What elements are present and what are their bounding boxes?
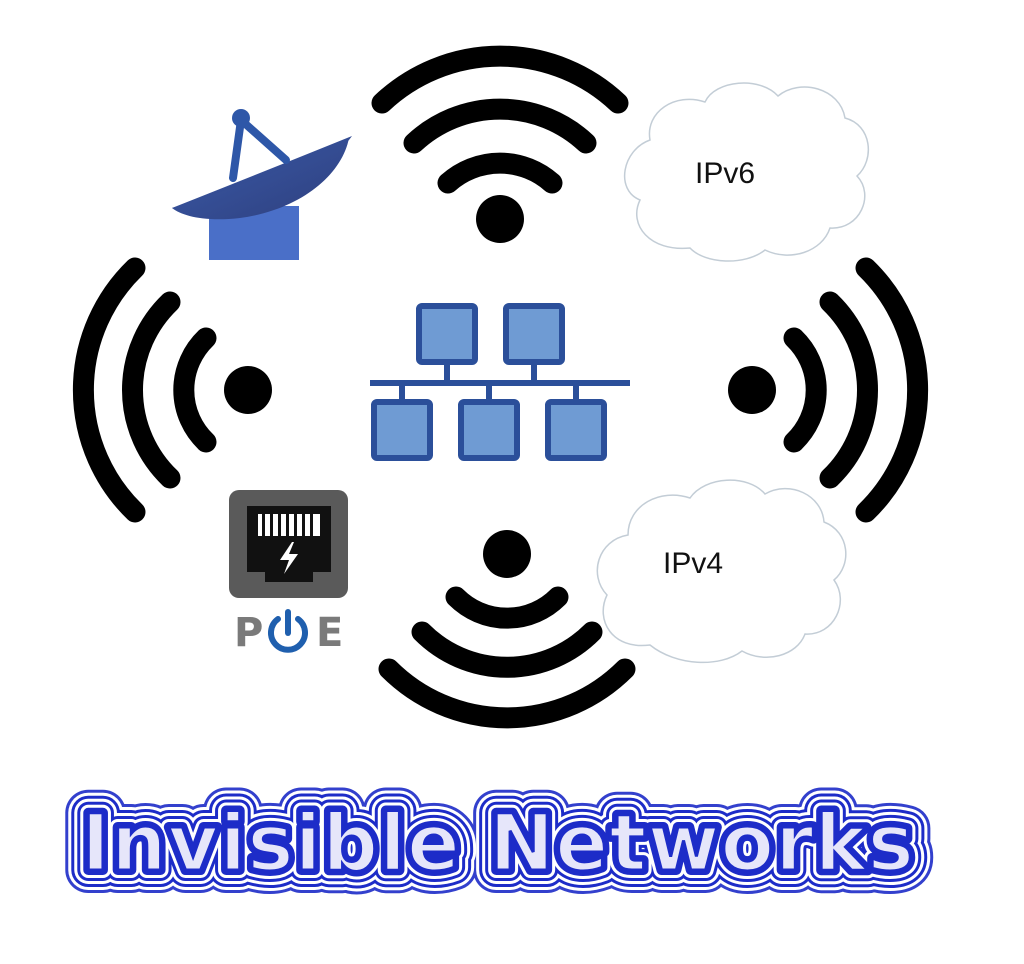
svg-text:Invisible Networks: Invisible Networks [81,799,915,889]
svg-text:Invisible Networks: Invisible Networks [81,799,915,889]
ipv6-cloud: IPv6 [623,82,870,262]
ethernet-port-icon [229,490,348,598]
poe-logo: P E [234,609,343,656]
poe-letter-e: E [316,610,343,656]
ipv4-label: IPv4 [663,547,723,580]
svg-text:Invisible Networks: Invisible Networks [81,799,915,889]
svg-text:Invisible Networks: Invisible Networks [81,799,915,889]
wifi-signal-right-icon [728,257,929,523]
network-topology-icon [370,303,630,461]
poe-letter-p: P [234,610,263,656]
title-logo: Invisible Networks Invisible Networks In… [58,776,937,912]
wifi-signal-bottom-icon [378,530,636,729]
wifi-signal-left-icon [72,257,272,523]
ipv6-label: IPv6 [695,157,755,190]
satellite-dish-icon [172,109,352,260]
wifi-signal-top-icon [371,45,629,243]
ipv4-cloud: IPv4 [596,479,847,664]
title-text: Invisible Networks [81,799,915,889]
svg-text:Invisible Networks: Invisible Networks [81,799,915,889]
power-icon [268,609,308,653]
svg-text:Invisible Networks: Invisible Networks [81,799,915,889]
